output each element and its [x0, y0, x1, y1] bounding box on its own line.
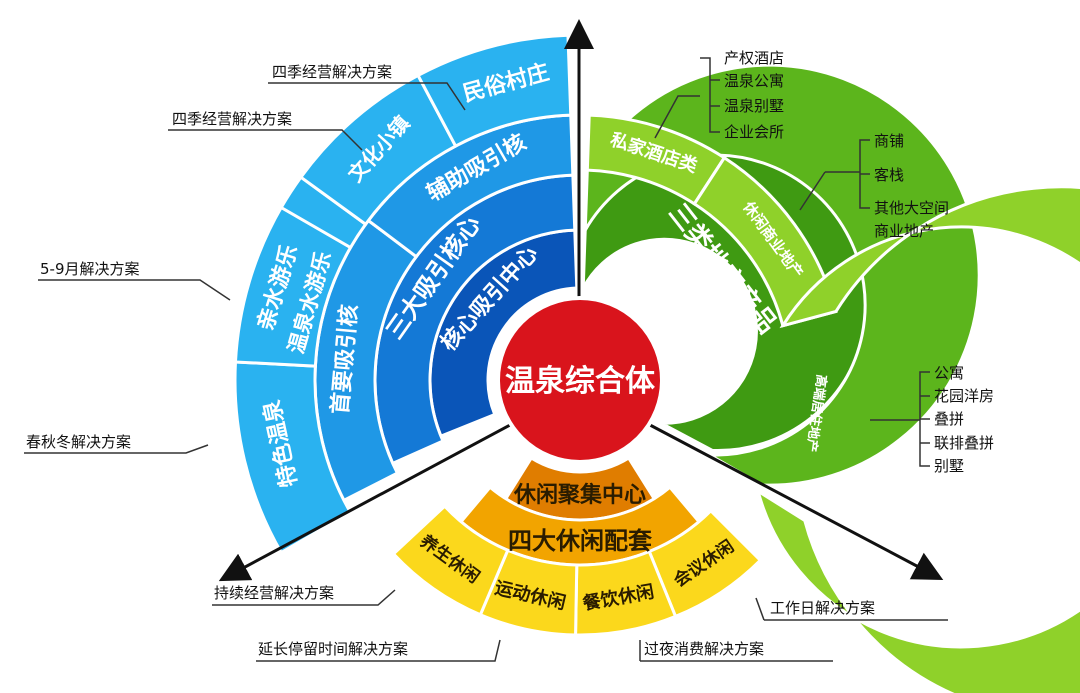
residential-item: 别墅	[934, 457, 964, 475]
green-ring-three	[583, 63, 981, 487]
residential-item: 联排叠拼	[934, 434, 994, 452]
callout-overnight: 过夜消费解决方案	[644, 640, 764, 658]
axis-arrows	[218, 19, 944, 582]
residential-item: 花园洋房	[934, 387, 994, 405]
commercial-item: 商业地产	[874, 222, 934, 240]
arrow-down-left	[218, 423, 511, 582]
center-hub: 温泉综合体	[496, 296, 664, 464]
yellow-core-label: 休闲聚集中心	[513, 482, 646, 508]
callout-workday: 工作日解决方案	[770, 599, 875, 617]
callout-sustainable: 持续经营解决方案	[214, 584, 334, 602]
yellow-sector-leisure: 休闲聚集中心四大休闲配套会议休闲餐饮休闲运动休闲养生休闲	[391, 455, 763, 637]
leader-lines	[24, 57, 948, 662]
blue-sector-attractions: 核心吸引中心三大吸引核心首要吸引核辅助吸引核特色温泉温泉水游乐亲水游乐文化小镇民…	[233, 33, 579, 555]
yellow-four-label: 四大休闲配套	[508, 527, 653, 555]
callout-spring-autumn-winter: 春秋冬解决方案	[26, 433, 131, 451]
hotel-item: 产权酒店	[724, 49, 784, 67]
callout-may-sept: 5-9月解决方案	[40, 260, 140, 278]
center-label: 温泉综合体	[505, 364, 656, 399]
center-circle	[496, 296, 664, 464]
callout-four-season-1: 四季经营解决方案	[272, 63, 392, 81]
yellow-ring3-seg	[391, 504, 510, 617]
arrow-down-right	[649, 423, 944, 581]
hotel-item: 温泉别墅	[724, 97, 784, 115]
callouts: 四季经营解决方案 四季经营解决方案 5-9月解决方案 春秋冬解决方案 持续经营解…	[26, 49, 994, 658]
hotel-item: 企业会所	[724, 123, 784, 141]
residential-item: 公寓	[934, 364, 964, 382]
commercial-item: 客栈	[874, 166, 904, 184]
residential-item: 叠拼	[934, 410, 964, 428]
commercial-item: 其他大空间	[874, 199, 949, 217]
hotel-item: 温泉公寓	[724, 72, 784, 90]
callout-extend-stay: 延长停留时间解决方案	[258, 640, 408, 658]
commercial-item: 商铺	[874, 132, 904, 150]
green-ring3-seg	[755, 185, 1080, 693]
callout-four-season-2: 四季经营解决方案	[172, 110, 292, 128]
